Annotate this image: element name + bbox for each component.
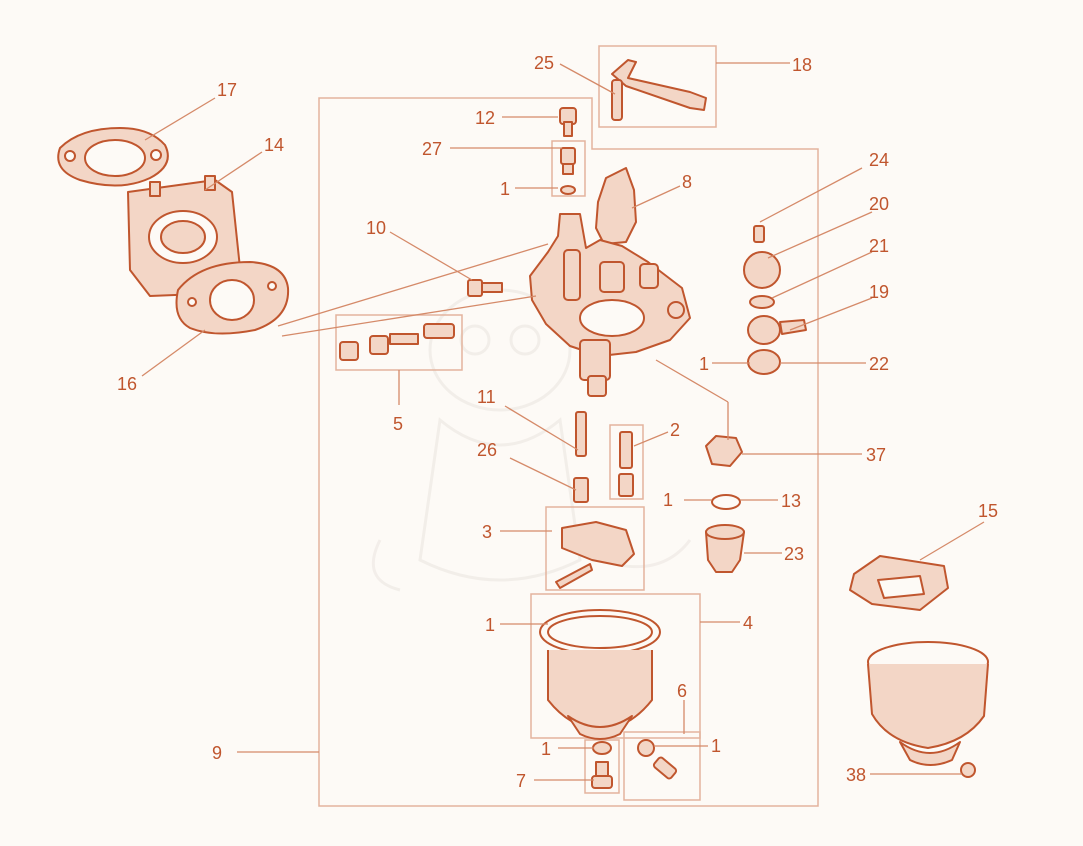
label-10: 10: [366, 218, 386, 238]
label-16: 16: [117, 374, 137, 394]
part-11-needle: [575, 411, 587, 457]
label-1-cap: 1: [699, 354, 709, 374]
part-23-cup: [705, 524, 745, 573]
label-1-washer: 1: [541, 739, 551, 759]
label-1-bowl: 1: [485, 615, 495, 635]
frame-boxes: [318, 45, 819, 807]
label-9: 9: [212, 743, 222, 763]
label-37: 37: [866, 445, 886, 465]
part-3-float: [555, 521, 635, 589]
box-4: [530, 593, 701, 739]
label-15: 15: [978, 501, 998, 521]
label-24: 24: [869, 150, 889, 170]
label-3: 3: [482, 522, 492, 542]
part-6-drain-screw: [637, 739, 678, 780]
label-1-top: 1: [500, 179, 510, 199]
part-1-washer: [592, 741, 612, 755]
part-18-lever: [611, 59, 707, 121]
part-2-jet: [619, 431, 633, 469]
part-12-screw: [559, 107, 577, 137]
label-22: 22: [869, 354, 889, 374]
label-19: 19: [869, 282, 889, 302]
label-13: 13: [781, 491, 801, 511]
label-7: 7: [516, 771, 526, 791]
label-8: 8: [682, 172, 692, 192]
callout-labels: 17 14 16 25 18 12 27 1 8 10 5 24 20 21 1…: [117, 53, 998, 791]
parts: [57, 59, 989, 789]
label-23: 23: [784, 544, 804, 564]
label-27: 27: [422, 139, 442, 159]
part-22-cap: [747, 349, 781, 375]
part-16-gasket: [175, 261, 290, 335]
label-14: 14: [264, 135, 284, 155]
label-4: 4: [743, 613, 753, 633]
part-8-choke: [595, 167, 637, 245]
label-18: 18: [792, 55, 812, 75]
label-26: 26: [477, 440, 497, 460]
part-15-gasket: [849, 555, 949, 611]
label-17: 17: [217, 80, 237, 100]
box-2: [609, 424, 644, 500]
main-assembly-frame: [318, 97, 819, 807]
box-3: [545, 506, 645, 591]
label-2: 2: [670, 420, 680, 440]
part-5-screw-set: [339, 323, 455, 361]
leader-lines: [141, 62, 985, 781]
label-25: 25: [534, 53, 554, 73]
part-20-diaphragm: [743, 251, 781, 289]
label-38: 38: [846, 765, 866, 785]
part-26-spring: [573, 477, 589, 503]
part-13-ring: [711, 494, 741, 510]
label-11: 11: [477, 387, 496, 407]
part-37-cap: [705, 435, 743, 467]
part-10-screw: [467, 279, 503, 297]
part-4-float-bowl: [539, 609, 661, 740]
part-24-screw: [753, 225, 765, 243]
part-7-bolt: [591, 761, 613, 789]
box-18: [598, 45, 717, 128]
label-1-drain: 1: [711, 736, 721, 756]
part-27-screw: [560, 147, 576, 175]
part-19-bracket: [747, 315, 807, 345]
part-21-washer: [749, 295, 775, 309]
part-1-o-ring-top: [560, 185, 576, 195]
label-20: 20: [869, 194, 889, 214]
label-12: 12: [475, 108, 495, 128]
part-38-screw: [960, 762, 976, 778]
box-27: [551, 140, 586, 197]
part-carburetor-body: [529, 213, 691, 397]
part-float-bowl-right: [867, 641, 989, 766]
box-6: [623, 731, 701, 801]
box-7: [584, 739, 620, 794]
label-6: 6: [677, 681, 687, 701]
label-1-ring: 1: [663, 490, 673, 510]
label-5: 5: [393, 414, 403, 434]
part-17-gasket: [57, 127, 169, 187]
part-2-spring: [618, 473, 634, 497]
label-21: 21: [869, 236, 889, 256]
